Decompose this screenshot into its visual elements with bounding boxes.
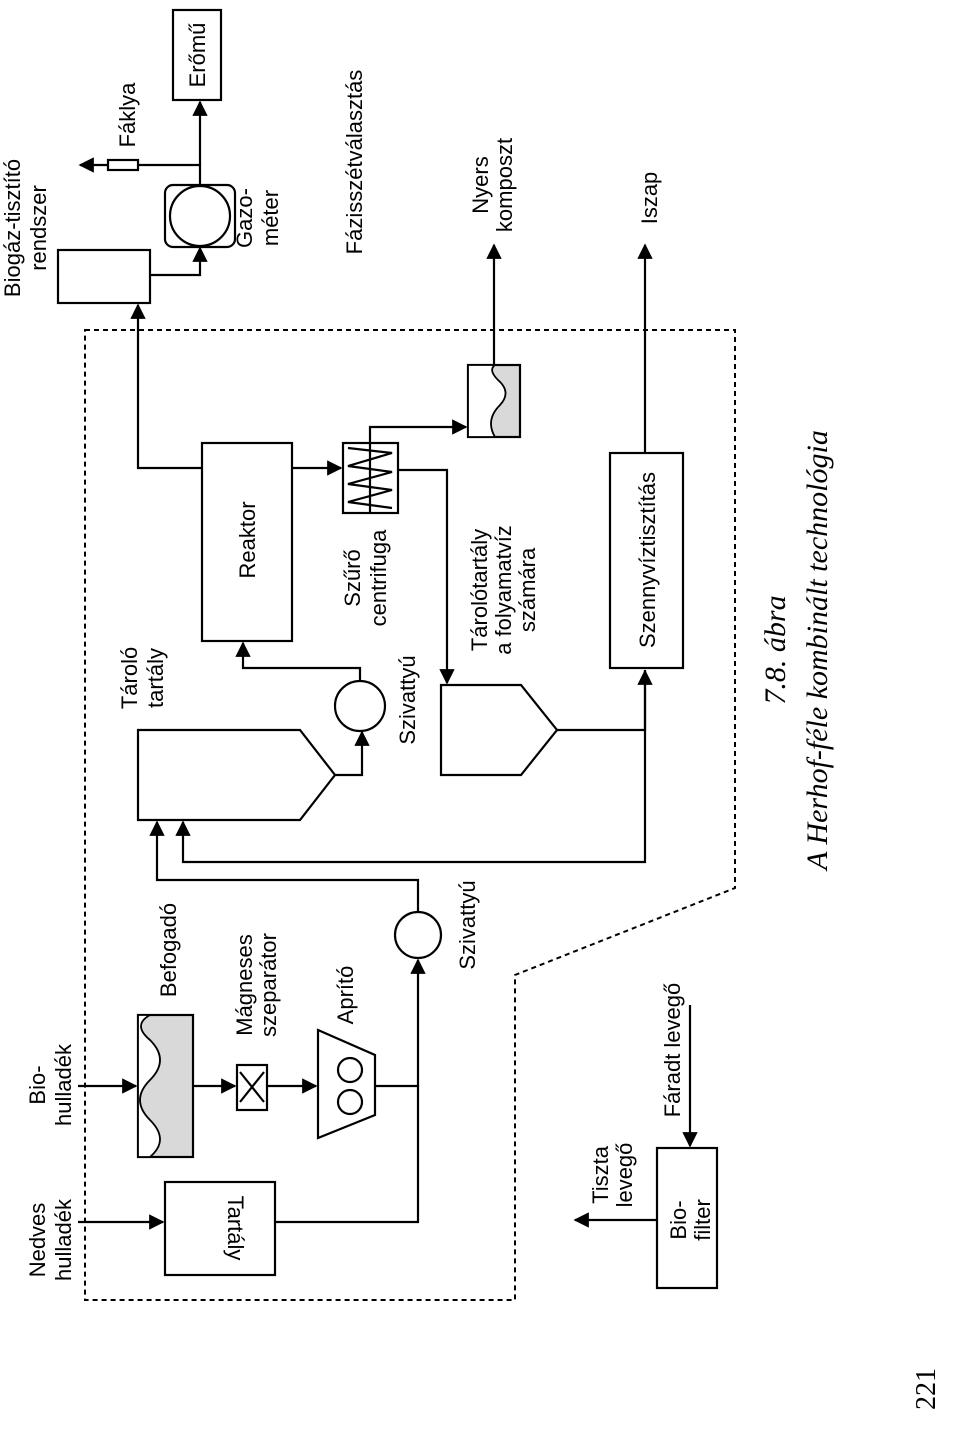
faradt-levego-label: Fáradt levegő (660, 983, 685, 1118)
svg-text:rendszer: rendszer (26, 185, 51, 271)
biogaz-tisztito-box (56, 248, 152, 305)
process-boundary-dashed (84, 329, 736, 1301)
reaktor-label: Reaktor (235, 501, 260, 578)
svg-text:centrifuga: centrifuga (366, 529, 391, 626)
gazometer-circle (168, 184, 232, 248)
tartaly-to-pump-line (275, 1086, 420, 1224)
szivattyu-1-label: Szivattyú (455, 880, 480, 969)
svg-text:filter: filter (690, 1199, 715, 1241)
eromu-box (171, 8, 223, 102)
folyamatviz-to-szennyviz-line (557, 669, 653, 732)
svg-text:levegő: levegő (612, 1143, 637, 1208)
svg-text:Mágneses: Mágneses (232, 934, 257, 1036)
aprito-to-pump-line (375, 958, 426, 1088)
pump-to-tarolo-line (149, 820, 420, 912)
svg-text:Tárolótartály: Tárolótartály (467, 529, 492, 651)
svg-text:Tároló: Tároló (117, 647, 142, 709)
svg-text:szeparátor: szeparátor (256, 933, 281, 1037)
eromu-label: Erőmű (185, 23, 210, 88)
szivattyu-2-label: Szivattyú (395, 655, 420, 744)
page-number: 221 (911, 1368, 942, 1410)
tiszta-levego-label: Tiszta levegő (588, 1143, 637, 1208)
svg-text:hulladék: hulladék (51, 1198, 76, 1281)
aprito-shape (316, 1028, 377, 1140)
svg-text:Bio-: Bio- (25, 1065, 50, 1104)
biofilter-label: Bio- filter (666, 1199, 715, 1241)
magneses-szeparator-symbol (239, 1071, 265, 1103)
recycle-to-tarolo-line (175, 670, 647, 864)
svg-text:Nedves: Nedves (25, 1203, 50, 1278)
iszap-label: Iszap (637, 172, 662, 225)
nyers-komposzt-label: Nyers komposzt (468, 138, 517, 232)
svg-text:Bio-: Bio- (666, 1200, 691, 1239)
pump2-to-reaktor-line (235, 641, 362, 681)
komposzt-wave (467, 364, 507, 438)
biogaz-to-gazometer-line (150, 246, 208, 277)
svg-text:komposzt: komposzt (492, 138, 517, 232)
szuro-centrifuga-label: Szűrő centrifuga (340, 529, 391, 626)
gazometer-label: Gazo- méter (232, 188, 283, 248)
folyamatviz-tartaly-label: Tárolótartály a folyamatvíz számára (467, 525, 540, 655)
szennyviztisztitas-box (608, 451, 685, 670)
svg-text:Szűrő: Szűrő (340, 549, 365, 606)
reaktor-to-biogaz-line (130, 303, 202, 470)
nedves-hulladek-label: Nedves hulladék (25, 1198, 76, 1281)
szennyviztisztitas-label: Szennyvíztisztítás (635, 472, 660, 648)
szuro-to-folyamatviz-line (398, 468, 455, 685)
tartaly-box (163, 1180, 277, 1277)
svg-text:a folyamatvíz: a folyamatvíz (491, 525, 516, 655)
aprito-label: Aprító (333, 966, 358, 1025)
tarolo-tartaly-shape (136, 728, 337, 822)
aprito-roller-2 (336, 1088, 364, 1116)
svg-text:hulladék: hulladék (51, 1043, 76, 1126)
svg-text:méter: méter (258, 190, 283, 246)
svg-text:tartály: tartály (143, 648, 168, 708)
svg-text:Tiszta: Tiszta (588, 1145, 613, 1204)
faklya-symbol (106, 158, 140, 172)
caption-title: A Herhof-féle kombinált technológia (801, 430, 834, 872)
szuro-to-komposzt-line (368, 419, 468, 443)
tarolo-to-pump2-line (335, 730, 370, 777)
gazometer-to-faklya-line (78, 157, 202, 185)
tartaly-label: Tartály (223, 1196, 248, 1261)
gazometer-box (163, 183, 237, 249)
svg-text:Gazo-: Gazo- (232, 188, 257, 248)
caption-number: 7.8. ábra (759, 595, 792, 704)
tarolo-tartaly-label: Tároló tartály (117, 647, 168, 709)
magneses-szeparator-label: Mágneses szeparátor (232, 933, 281, 1037)
fazisszetvalasztas-label: Fázisszétválasztás (342, 70, 367, 255)
szivattyu-1-pump (393, 910, 443, 960)
reaktor-box (200, 441, 294, 643)
befogado-waste-wave (137, 1014, 161, 1158)
befogado-label: Befogadó (156, 903, 181, 997)
biogaz-tisztito-label: Biogáz-tisztító rendszer (0, 159, 51, 297)
svg-text:számára: számára (515, 547, 540, 632)
szivattyu-2-pump (333, 679, 387, 733)
bio-hulladek-label: Bio- hulladék (25, 1043, 76, 1126)
aprito-roller-1 (336, 1056, 364, 1084)
biofilter-box (655, 1146, 719, 1290)
szuro-centrifuga-hatch (347, 443, 393, 513)
faklya-label: Fáklya (115, 82, 140, 148)
svg-text:Nyers: Nyers (468, 156, 493, 213)
folyamatviz-tartaly-shape (439, 683, 559, 777)
svg-text:Biogáz-tisztító: Biogáz-tisztító (0, 159, 25, 297)
